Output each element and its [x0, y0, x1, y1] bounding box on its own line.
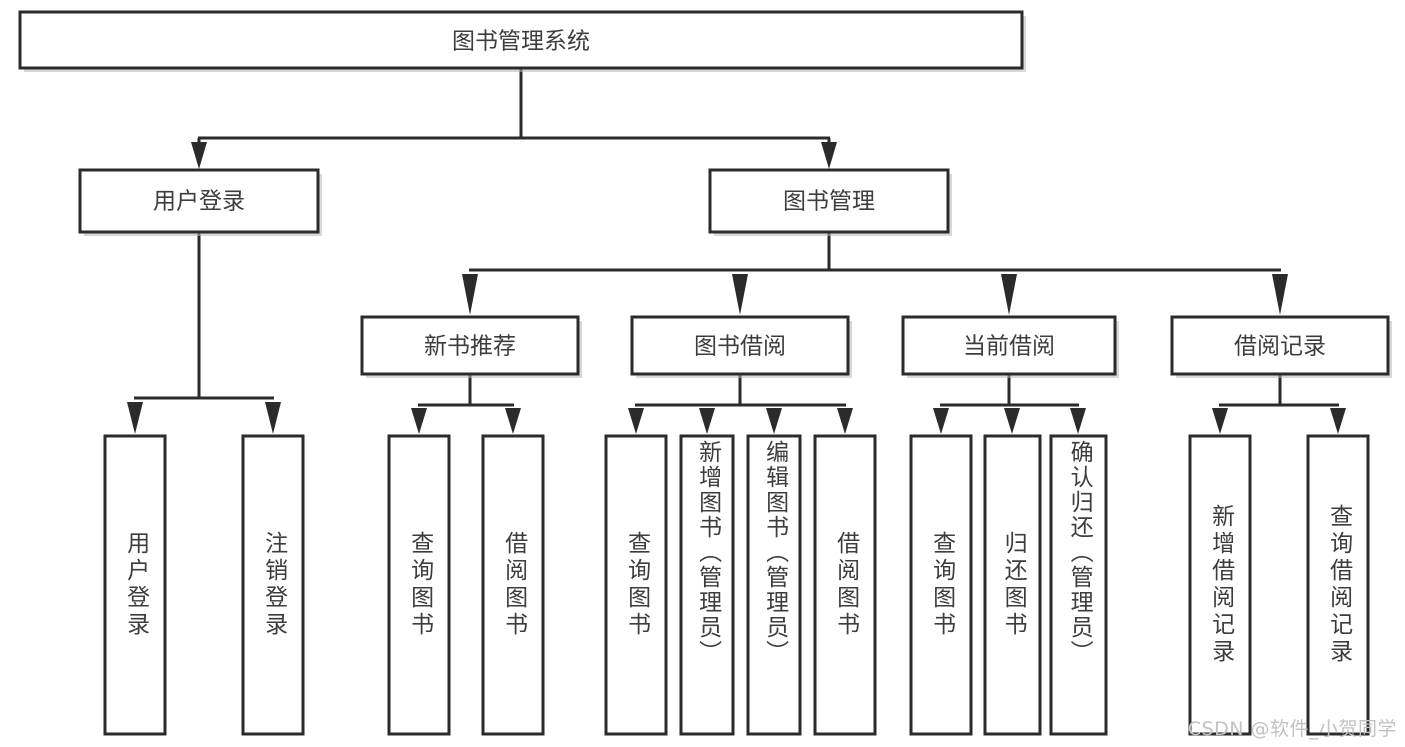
- node-book-management-box[interactable]: [708, 168, 950, 234]
- connector-group-current-borrow: [933, 374, 1086, 434]
- node-leaf-return-book-box[interactable]: [983, 434, 1042, 736]
- node-user-login[interactable]: 用户登录: [78, 168, 322, 236]
- node-leaf-confirm-return-admin-box[interactable]: [1049, 434, 1108, 736]
- node-book-borrow-label: 图书借阅: [694, 334, 786, 360]
- node-current-borrow-box[interactable]: [901, 315, 1117, 376]
- arrow-head-new-book-recommend: [462, 274, 478, 315]
- node-user-login-box[interactable]: [78, 168, 320, 234]
- node-borrow-records[interactable]: 借阅记录: [1170, 315, 1392, 378]
- node-leaf-query-borrow-record-label: 查询借阅记录: [1325, 504, 1352, 666]
- connector-group-user-login: [127, 232, 281, 434]
- node-book-borrow-box[interactable]: [630, 315, 850, 376]
- node-leaf-edit-book-admin-label: 编辑图书（管理员）: [761, 440, 788, 665]
- leaf-label-wrap-edit-book-admin: 编辑图书（管理员）: [748, 440, 800, 730]
- leaf-label-wrap-query-book-borrow: 查询图书: [606, 436, 666, 734]
- leaf-label-wrap-return-book: 归还图书: [985, 436, 1040, 734]
- connector-group-book-borrow: [628, 374, 853, 434]
- node-leaf-user-login-box[interactable]: [103, 434, 167, 736]
- node-book-borrow[interactable]: 图书借阅: [630, 315, 852, 378]
- watermark-text: CSDN @软件_小贺同学: [1187, 718, 1397, 740]
- node-user-login-label: 用户登录: [153, 189, 245, 215]
- arrow-head-leaf-query-book-recommend: [411, 408, 427, 434]
- arrow-head-leaf-query-borrow-record: [1330, 408, 1346, 434]
- leaf-label-wrap-user-login: 用户登录: [105, 436, 165, 734]
- node-current-borrow[interactable]: 当前借阅: [901, 315, 1119, 378]
- node-current-borrow-label: 当前借阅: [963, 334, 1055, 360]
- node-borrow-records-box[interactable]: [1170, 315, 1390, 376]
- arrow-head-leaf-query-book-current: [933, 408, 949, 434]
- node-book-management[interactable]: 图书管理: [708, 168, 952, 236]
- node-leaf-query-book-current-box[interactable]: [909, 434, 973, 736]
- node-leaf-logout-login-label: 注销登录: [260, 531, 287, 639]
- arrow-head-leaf-add-borrow-record: [1212, 408, 1228, 434]
- leaf-label-wrap-confirm-return-admin: 确认归还（管理员）: [1051, 440, 1106, 730]
- arrow-head-current-borrow: [1001, 274, 1017, 315]
- node-leaf-borrow-book-recommend-box[interactable]: [481, 434, 545, 736]
- arrow-head-leaf-borrow-book-recommend: [505, 408, 521, 434]
- node-root-box[interactable]: [18, 10, 1024, 70]
- node-borrow-records-label: 借阅记录: [1234, 334, 1326, 360]
- node-leaf-logout-login-box[interactable]: [241, 434, 305, 736]
- leaf-label-wrap-query-book-recommend: 查询图书: [389, 436, 449, 734]
- node-leaf-user-login-label: 用户登录: [122, 531, 149, 639]
- node-leaf-query-borrow-record-box[interactable]: [1306, 434, 1370, 736]
- connector-group-new-book-recommend: [411, 374, 521, 434]
- connector-group-root: [191, 68, 837, 169]
- leaf-label-wrap-borrow-book-recommend: 借阅图书: [483, 436, 543, 734]
- node-root-label: 图书管理系统: [452, 29, 590, 55]
- arrow-head-borrow-records: [1272, 274, 1288, 315]
- node-leaf-edit-book-admin-box[interactable]: [746, 434, 802, 736]
- node-leaf-query-book-recommend-label: 查询图书: [406, 531, 433, 639]
- node-leaf-borrow-book-borrow-label: 借阅图书: [832, 531, 859, 639]
- node-new-book-recommend-box[interactable]: [360, 315, 580, 376]
- arrow-head-book-management: [821, 142, 837, 169]
- node-book-management-label: 图书管理: [783, 189, 875, 215]
- node-leaf-query-book-borrow-label: 查询图书: [623, 531, 650, 639]
- node-leaf-query-book-current-label: 查询图书: [928, 531, 955, 639]
- leaf-boxes: [103, 434, 1370, 736]
- leaf-label-wrap-query-borrow-record: 查询借阅记录: [1308, 436, 1368, 734]
- arrow-head-leaf-logout-login: [265, 402, 281, 434]
- arrow-head-leaf-add-book-admin: [699, 408, 715, 434]
- connector-group-borrow-records: [1212, 374, 1346, 434]
- arrow-head-leaf-confirm-return-admin: [1070, 408, 1086, 434]
- connector-group-book-management: [462, 232, 1288, 315]
- node-root[interactable]: 图书管理系统: [18, 10, 1026, 72]
- leaf-label-wrap-query-book-current: 查询图书: [911, 436, 971, 734]
- node-leaf-add-borrow-record-label: 新增借阅记录: [1207, 504, 1234, 666]
- node-leaf-add-book-admin-box[interactable]: [679, 434, 735, 736]
- arrow-head-user-login: [191, 142, 207, 169]
- node-leaf-add-book-admin-label: 新增图书（管理员）: [694, 440, 721, 665]
- leaf-label-wrap-add-borrow-record: 新增借阅记录: [1190, 436, 1250, 734]
- node-leaf-query-book-borrow-box[interactable]: [604, 434, 668, 736]
- node-new-book-recommend[interactable]: 新书推荐: [360, 315, 582, 378]
- arrow-head-leaf-user-login: [127, 402, 143, 434]
- arrow-head-leaf-borrow-book-borrow: [837, 408, 853, 434]
- arrow-head-book-borrow: [732, 274, 748, 315]
- node-leaf-query-book-recommend-box[interactable]: [387, 434, 451, 736]
- node-new-book-recommend-label: 新书推荐: [424, 334, 516, 360]
- arrow-head-leaf-edit-book-admin: [766, 408, 782, 434]
- node-leaf-return-book-label: 归还图书: [1000, 531, 1027, 639]
- leaf-label-wrap-logout-login: 注销登录: [243, 436, 303, 734]
- node-leaf-confirm-return-admin-label: 确认归还（管理员）: [1066, 440, 1093, 665]
- node-leaf-add-borrow-record-box[interactable]: [1188, 434, 1252, 736]
- arrow-head-leaf-return-book: [1004, 408, 1020, 434]
- node-leaf-borrow-book-borrow-box[interactable]: [813, 434, 877, 736]
- leaf-label-wrap-add-book-admin: 新增图书（管理员）: [681, 440, 733, 730]
- leaf-label-wrap-borrow-book-borrow: 借阅图书: [815, 436, 875, 734]
- arrow-head-leaf-query-book-borrow: [628, 408, 644, 434]
- node-leaf-borrow-book-recommend-label: 借阅图书: [500, 531, 527, 639]
